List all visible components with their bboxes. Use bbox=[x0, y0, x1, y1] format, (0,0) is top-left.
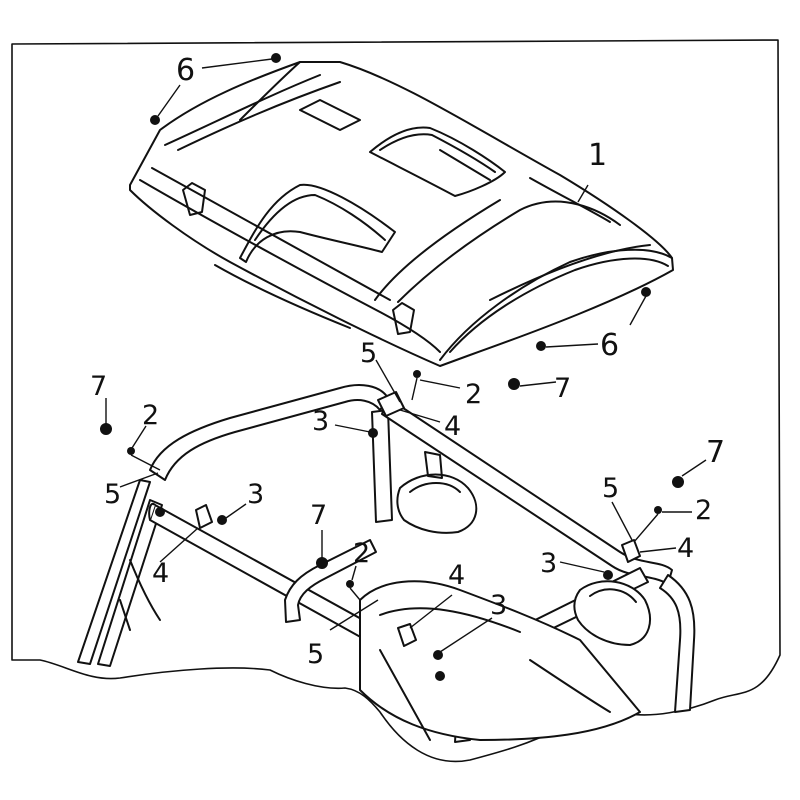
callout-1: 1 bbox=[588, 138, 607, 173]
roof-fastener-6 bbox=[150, 53, 651, 351]
roof-panel bbox=[129, 61, 674, 367]
callout-3: 3 bbox=[490, 590, 507, 621]
callout-2: 2 bbox=[142, 400, 159, 431]
leader-lines bbox=[105, 359, 707, 653]
callout-7: 7 bbox=[310, 500, 327, 531]
callout-7: 7 bbox=[706, 435, 725, 470]
callout-labels: 6 1 6 5 2 7 3 4 7 2 5 3 4 7 2 4 3 5 7 5 … bbox=[90, 53, 725, 670]
callout-2: 2 bbox=[465, 379, 482, 410]
callout-3: 3 bbox=[312, 406, 329, 437]
callout-6: 6 bbox=[176, 53, 195, 88]
callout-3: 3 bbox=[247, 479, 264, 510]
callout-4: 4 bbox=[677, 533, 694, 564]
callout-4: 4 bbox=[152, 558, 169, 589]
callout-4: 4 bbox=[444, 411, 461, 442]
callout-6: 6 bbox=[600, 328, 619, 363]
callout-2: 2 bbox=[353, 538, 370, 569]
callout-5: 5 bbox=[602, 473, 619, 504]
callout-2: 2 bbox=[695, 495, 712, 526]
callout-5: 5 bbox=[360, 338, 377, 369]
callout-5: 5 bbox=[104, 479, 121, 510]
callout-3: 3 bbox=[540, 548, 557, 579]
callout-7: 7 bbox=[90, 371, 107, 402]
callout-7: 7 bbox=[554, 373, 571, 404]
callout-4: 4 bbox=[448, 560, 465, 591]
roll-cage bbox=[77, 384, 696, 743]
callout-5: 5 bbox=[307, 639, 324, 670]
